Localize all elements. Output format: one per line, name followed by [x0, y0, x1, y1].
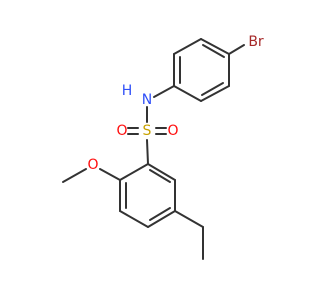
- amine-hydrogen-label: H: [122, 83, 133, 99]
- methoxy-oxygen-label: O: [87, 157, 98, 173]
- bond-ring2-a: [147, 163, 176, 181]
- bond-ring2-d: [119, 210, 149, 228]
- sulfonyl-oxygen-right-label: O: [167, 123, 178, 139]
- bond-ring1-c: [200, 85, 230, 102]
- bond-methoxy-methyl: [62, 168, 87, 183]
- bond-ring1-a: [200, 38, 230, 55]
- anisole-ring: [119, 163, 176, 228]
- bond-ring2-double-1: [149, 169, 171, 183]
- bromophenyl-ring: [173, 38, 230, 102]
- bond-ring1-bromine: [228, 44, 245, 55]
- sulfur-label: S: [143, 123, 152, 139]
- sulfonyl-oxygen-left-label: O: [116, 123, 127, 139]
- bond-ring2-double-2: [149, 207, 171, 221]
- bond-sulfur-ring2: [146, 139, 149, 165]
- bond-ring2-c: [147, 210, 176, 228]
- bond-ring1-double-2: [201, 82, 224, 96]
- bond-ring2-f: [119, 163, 149, 181]
- structure-canvas: Br H N S O O O: [62, 34, 264, 260]
- molecule-structure: Br H N S O O O: [62, 34, 264, 260]
- bromine-label: Br: [248, 34, 264, 50]
- bond-ring2-methoxy-oxygen: [99, 168, 121, 181]
- bond-ring1-nitrogen: [153, 85, 175, 98]
- nitrogen-label: N: [142, 92, 152, 108]
- bond-ring1-f: [173, 38, 202, 55]
- bond-ring2-ethyl: [174, 210, 204, 228]
- bond-ring1-double-1: [202, 44, 225, 58]
- bond-ring1-d: [173, 85, 202, 102]
